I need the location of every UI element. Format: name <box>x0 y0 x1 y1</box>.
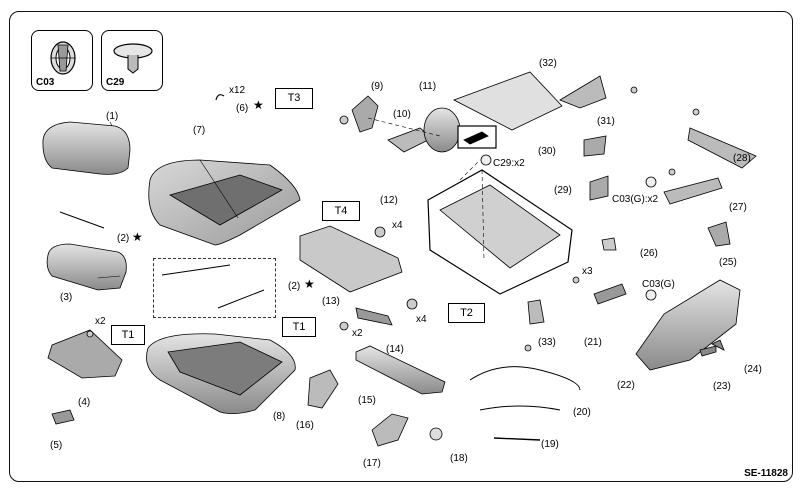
part-18-clip <box>429 427 443 441</box>
part-label: (26) <box>640 248 658 259</box>
part-label: (12) <box>380 195 398 206</box>
part-17-cover <box>371 413 409 447</box>
torque-label-t3: T3 <box>275 88 313 109</box>
part-label: (17) <box>363 458 381 469</box>
part-30-cover <box>583 135 607 157</box>
part-label: (27) <box>729 202 747 213</box>
clip-c03-icon <box>50 41 76 75</box>
star-symbol: ★ <box>253 98 264 112</box>
part-label: (22) <box>617 380 635 391</box>
part-11-airbag <box>423 107 461 153</box>
part-5-clip <box>51 409 75 425</box>
part-label: (32) <box>539 58 557 69</box>
part-label: (24) <box>744 364 762 375</box>
part-label: (8) <box>273 411 286 422</box>
part-label: (1) <box>106 111 119 122</box>
part-label: (25) <box>719 257 737 268</box>
part-label: (19) <box>541 439 559 450</box>
quantity-label: x4 <box>392 220 403 231</box>
part-1-pad <box>42 121 131 175</box>
part-label: (28) <box>733 153 751 164</box>
clip-c29-icon <box>113 43 153 74</box>
quantity-label: C03(G):x2 <box>612 194 659 205</box>
part-label: (15) <box>358 395 376 406</box>
part-4-board <box>47 329 123 379</box>
quantity-label: x2 <box>352 328 363 339</box>
torque-label-t1: T1 <box>111 325 145 345</box>
quantity-label: C03(G) <box>642 279 675 290</box>
part-label: (20) <box>573 407 591 418</box>
part-28-rail <box>687 127 757 169</box>
diagram-frame <box>9 11 793 482</box>
part-label: (14) <box>386 344 404 355</box>
clip-legend-c03: C03 <box>31 30 93 91</box>
part-label: (29) <box>554 185 572 196</box>
part-25-bracket <box>707 221 731 247</box>
part-23-knob <box>699 345 717 357</box>
part-22-shield <box>635 279 741 371</box>
part-label: (5) <box>50 440 63 451</box>
quantity-label: x12 <box>229 85 246 96</box>
torque-label-t4: T4 <box>322 201 360 221</box>
part-24-knob <box>711 339 725 351</box>
torque-label-t1: T1 <box>282 317 316 337</box>
quantity-label: C29:x2 <box>493 158 525 169</box>
part-label: (4) <box>78 397 91 408</box>
part-label: (6) <box>236 103 249 114</box>
part-label: (2) <box>117 233 130 244</box>
part-16-cover <box>307 369 339 409</box>
quantity-label: x2 <box>95 316 106 327</box>
part-label: (3) <box>60 292 73 303</box>
star-symbol: ★ <box>304 277 315 291</box>
part-label: (16) <box>296 420 314 431</box>
part-19-pin <box>493 437 541 441</box>
part-label: (30) <box>538 146 556 157</box>
quantity-label: x3 <box>582 266 593 277</box>
part-33-bracket <box>527 299 545 325</box>
part-label: (7) <box>193 125 206 136</box>
clip-legend-c29: C29 <box>101 30 163 91</box>
figure-reference: SE-11828 <box>744 468 788 479</box>
part-14-bracket <box>355 307 393 326</box>
clip-code: C29 <box>106 77 125 88</box>
quantity-label: x4 <box>416 314 427 325</box>
part-label: (21) <box>584 337 602 348</box>
part-label: (10) <box>393 109 411 120</box>
part-6-hook <box>215 94 225 101</box>
part-2-wire <box>59 211 105 229</box>
part-21-bracket <box>593 283 627 305</box>
clip-code: C03 <box>36 77 55 88</box>
star-symbol: ★ <box>132 230 143 244</box>
part-label: (31) <box>597 116 615 127</box>
torque-label-t2: T2 <box>448 303 485 323</box>
part-20-harness <box>469 366 581 411</box>
part-label: (2) <box>288 281 301 292</box>
part-label: (9) <box>371 81 384 92</box>
part-label: (33) <box>538 337 556 348</box>
part-26-clip <box>601 237 617 251</box>
part-31-cover <box>559 75 607 109</box>
part-2-wire-group <box>161 264 265 309</box>
part-32-mat <box>453 71 563 131</box>
part-15-trim <box>355 345 446 395</box>
part-label: (11) <box>419 81 437 92</box>
part-9-buckle <box>351 95 379 133</box>
part-29-cover <box>589 175 609 201</box>
part-label: (13) <box>322 296 340 307</box>
part-27-rail <box>663 177 723 205</box>
part-label: (18) <box>450 453 468 464</box>
part-3-pad <box>46 243 127 291</box>
part-13-pan <box>299 225 403 293</box>
wire-group-box <box>153 258 276 318</box>
part-label: (23) <box>713 381 731 392</box>
